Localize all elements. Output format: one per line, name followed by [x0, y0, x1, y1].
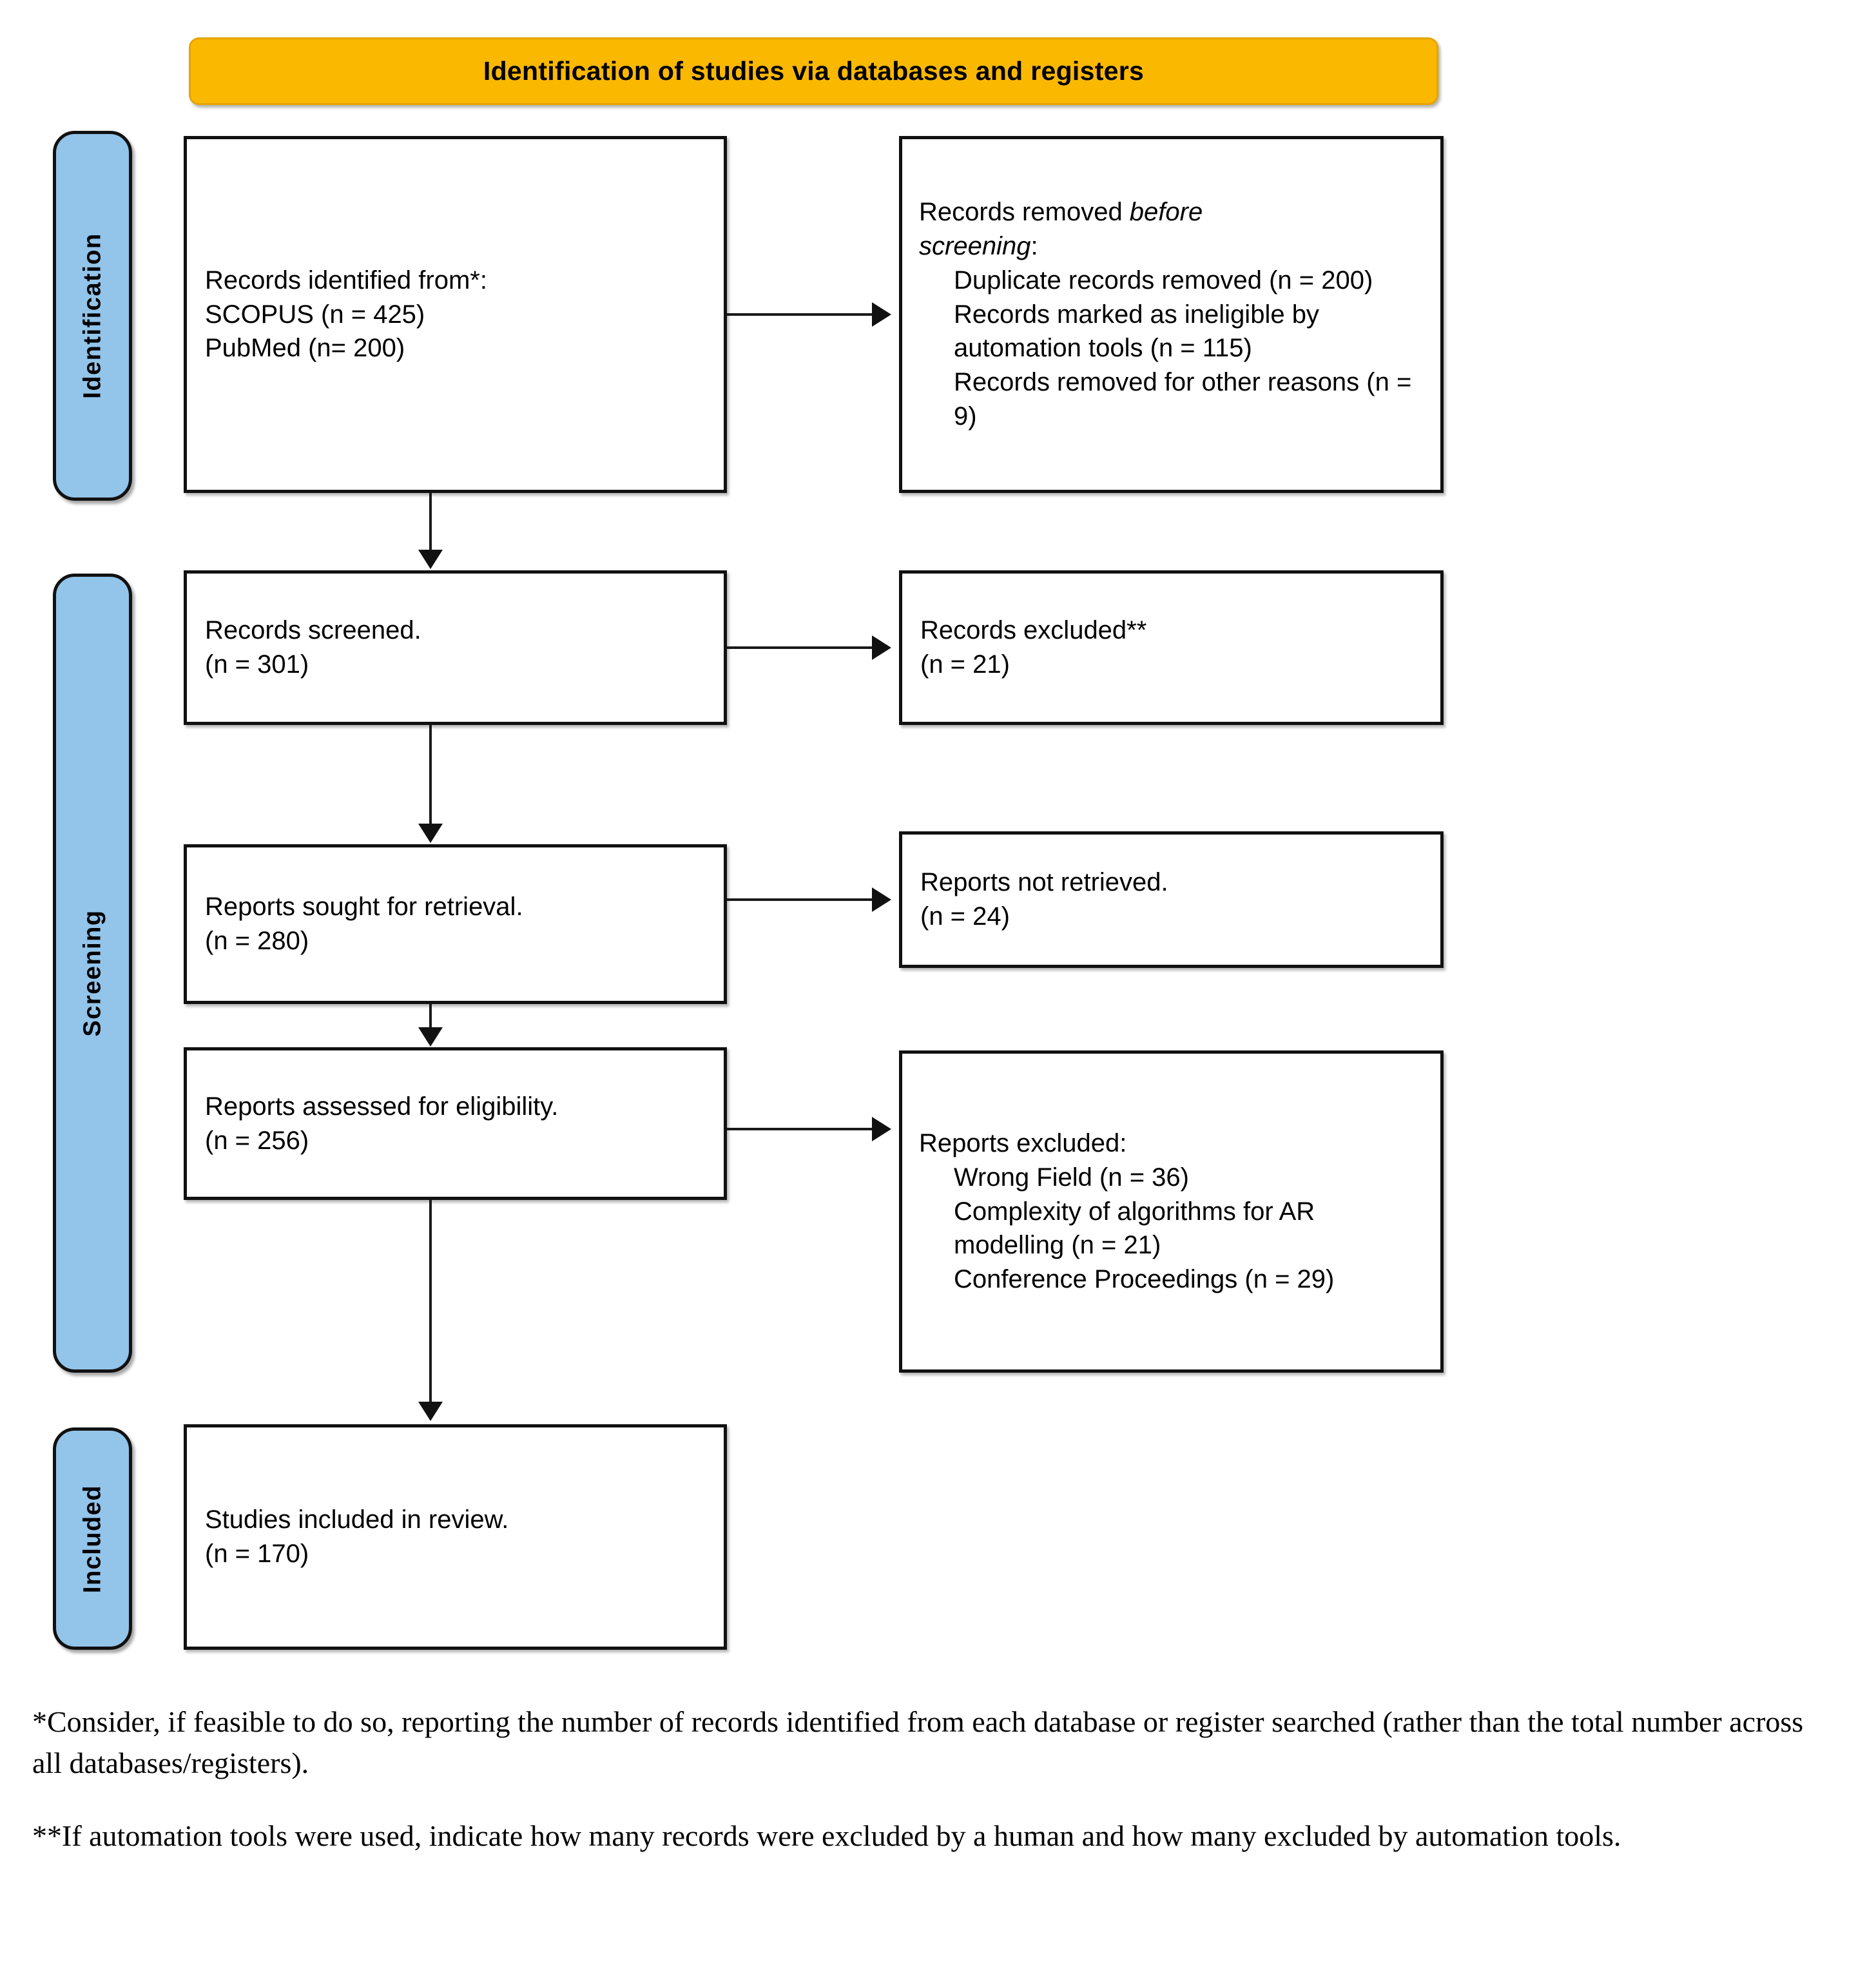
reports-not-retrieved-line-1: Reports not retrieved. — [920, 868, 1168, 897]
stage-pill-screening: Screening — [53, 574, 132, 1373]
stage-label-included: Included — [79, 1484, 106, 1593]
stage-pill-included: Included — [53, 1427, 132, 1650]
box-records-removed-before-screening: Records removed before screening: Duplica… — [899, 136, 1444, 493]
records-removed-heading-suffix: : — [1030, 232, 1038, 260]
box-reports-sought: Reports sought for retrieval. (n = 280) — [184, 844, 727, 1004]
records-excluded-line-2: (n = 21) — [920, 650, 1010, 679]
reports-sought-line-2: (n = 280) — [205, 927, 309, 955]
arrow-identified-to-removed — [872, 302, 891, 327]
records-screened-line-2: (n = 301) — [205, 650, 309, 679]
records-removed-heading-italic-1: before — [1129, 198, 1203, 227]
reports-excluded-item-1: Wrong Field (n = 36) — [954, 1163, 1189, 1192]
box-reports-excluded: Reports excluded: Wrong Field (n = 36) C… — [899, 1050, 1444, 1373]
arrow-identified-to-screened — [418, 550, 443, 569]
stage-label-screening: Screening — [79, 909, 106, 1037]
records-screened-line-1: Records screened. — [205, 616, 421, 645]
arrow-assessed-to-excluded — [872, 1117, 891, 1141]
arrow-screened-to-sought — [418, 824, 443, 843]
footnotes-section: *Consider, if feasible to do so, reporti… — [32, 1701, 1811, 1888]
reports-excluded-item-3: Conference Proceedings (n = 29) — [954, 1265, 1335, 1294]
records-removed-heading-prefix: Records removed — [919, 198, 1130, 227]
records-removed-heading-italic-2: screening — [919, 232, 1031, 260]
connector-screened-to-excluded — [727, 646, 872, 649]
connector-screened-to-sought — [429, 725, 432, 825]
reports-not-retrieved-line-2: (n = 24) — [920, 902, 1010, 931]
studies-included-line-1: Studies included in review. — [205, 1505, 509, 1534]
arrow-sought-to-assessed — [418, 1027, 443, 1047]
connector-sought-to-assessed — [429, 1004, 432, 1030]
arrow-assessed-to-included — [418, 1402, 443, 1421]
connector-assessed-to-included — [429, 1200, 432, 1403]
diagram-title: Identification of studies via databases … — [483, 55, 1145, 86]
box-studies-included: Studies included in review. (n = 170) — [184, 1424, 727, 1650]
connector-identified-to-screened — [429, 493, 432, 551]
records-removed-item-2: Records marked as ineligible by automati… — [954, 300, 1319, 363]
records-identified-line-2: SCOPUS (n = 425) — [205, 300, 425, 329]
box-records-excluded: Records excluded** (n = 21) — [899, 570, 1444, 725]
arrow-screened-to-excluded — [872, 635, 891, 660]
records-removed-heading: Records removed before screening: — [919, 195, 1424, 264]
reports-assessed-line-1: Reports assessed for eligibility. — [205, 1092, 559, 1121]
stage-label-identification: Identification — [79, 233, 106, 399]
reports-sought-line-1: Reports sought for retrieval. — [205, 893, 523, 922]
records-removed-item-1: Duplicate records removed (n = 200) — [954, 266, 1373, 295]
reports-excluded-heading: Reports excluded: — [919, 1129, 1127, 1157]
box-reports-not-retrieved: Reports not retrieved. (n = 24) — [899, 831, 1444, 968]
records-identified-line-3: PubMed (n= 200) — [205, 334, 405, 363]
reports-excluded-item-2: Complexity of algorithms for AR modellin… — [954, 1197, 1315, 1260]
records-excluded-line-1: Records excluded** — [920, 616, 1147, 645]
stage-pill-identification: Identification — [53, 131, 132, 501]
footnote-double-asterisk: **If automation tools were used, indicat… — [32, 1819, 1621, 1852]
reports-assessed-line-2: (n = 256) — [205, 1126, 309, 1155]
arrow-sought-to-not-retrieved — [872, 887, 891, 912]
records-removed-item-3: Records removed for other reasons (n = 9… — [954, 368, 1412, 430]
box-records-screened: Records screened. (n = 301) — [184, 570, 727, 725]
connector-assessed-to-excluded — [727, 1128, 872, 1130]
box-reports-assessed: Reports assessed for eligibility. (n = 2… — [184, 1047, 727, 1200]
connector-identified-to-removed — [727, 313, 872, 316]
diagram-title-banner: Identification of studies via databases … — [189, 37, 1438, 105]
records-identified-line-1: Records identified from*: — [205, 266, 487, 295]
studies-included-line-2: (n = 170) — [205, 1540, 309, 1568]
connector-sought-to-not-retrieved — [727, 898, 872, 901]
footnote-single-asterisk: *Consider, if feasible to do so, reporti… — [32, 1705, 1804, 1780]
box-records-identified: Records identified from*: SCOPUS (n = 42… — [184, 136, 727, 493]
